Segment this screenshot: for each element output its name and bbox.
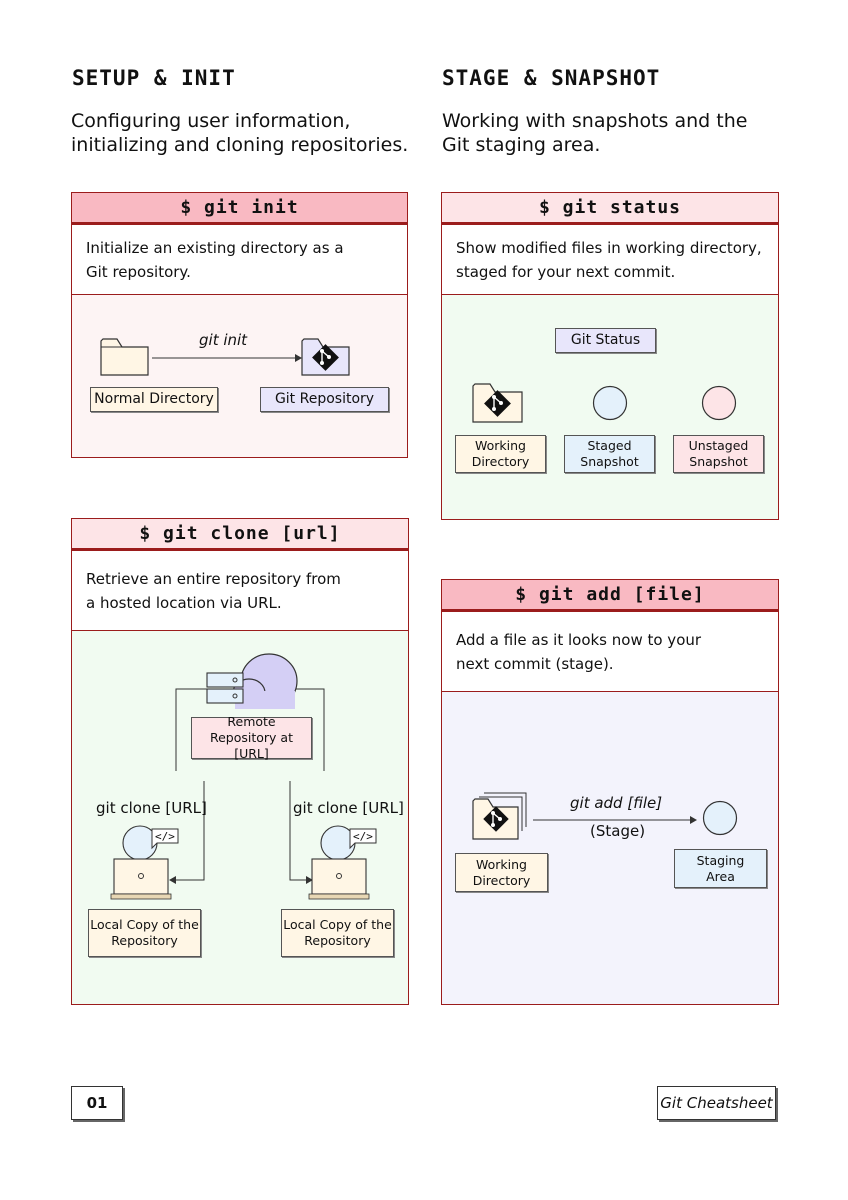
git-add-arrow	[533, 816, 697, 824]
setup-init-subtext: Configuring user information, initializi…	[71, 110, 409, 156]
local-copy-right-label: Local Copy of the Repository	[281, 909, 394, 957]
developer-laptop-icon	[110, 825, 179, 900]
git-add-arrow-label: git add [file]	[570, 794, 663, 812]
stage-snapshot-subtext: Working with snapshots and the Git stagi…	[442, 110, 748, 156]
unstaged-snapshot-label: Unstaged Snapshot	[673, 435, 764, 473]
git-init-arrow	[152, 354, 302, 362]
git-repository-label: Git Repository	[260, 387, 389, 412]
remote-repository-label: Remote Repository at [URL]	[191, 714, 312, 761]
git-init-command: $ git init	[72, 193, 407, 225]
code-icon-right: </>	[353, 830, 373, 843]
working-directory-label: Working Directory	[455, 435, 546, 473]
git-clone-description: Retrieve an entire repository from a hos…	[72, 551, 408, 631]
developer-laptop-icon	[308, 825, 377, 900]
git-init-description: Initialize an existing directory as a Gi…	[72, 225, 407, 295]
code-icon-left: </>	[155, 830, 175, 843]
cloud-server-icon	[206, 653, 298, 709]
setup-init-heading: SETUP & INIT	[72, 66, 236, 90]
git-init-diagram: git init Normal Directory Git Repository	[72, 295, 407, 457]
git-add-stage-label: (Stage)	[590, 822, 646, 840]
git-clone-card: $ git clone [url] Retrieve an entire rep…	[71, 518, 409, 1005]
folder-icon	[100, 338, 149, 376]
git-status-title: Git Status	[555, 328, 656, 353]
unstaged-snapshot-icon	[701, 385, 737, 421]
working-directory-stack-icon	[472, 792, 527, 840]
stage-snapshot-heading: STAGE & SNAPSHOT	[442, 66, 661, 90]
git-clone-diagram: Remote Repository at [URL] git clone [UR…	[72, 631, 408, 1004]
git-add-description: Add a file as it looks now to your next …	[442, 612, 778, 692]
normal-directory-label: Normal Directory	[90, 387, 218, 412]
git-add-diagram: git add [file] (Stage) Working Directory…	[442, 692, 778, 1004]
staging-area-icon	[702, 800, 738, 836]
page-number: 01	[71, 1086, 123, 1120]
git-status-command: $ git status	[442, 193, 778, 225]
git-repository-icon	[301, 338, 350, 376]
working-directory-label: Working Directory	[455, 853, 548, 892]
staging-area-label: Staging Area	[674, 849, 767, 888]
document-title: Git Cheatsheet	[657, 1086, 776, 1120]
git-clone-connectors	[169, 688, 325, 884]
git-add-card: $ git add [file] Add a file as it looks …	[441, 579, 779, 1005]
git-clone-right-label: git clone [URL]	[293, 799, 404, 817]
git-status-diagram: Git Status Working Directory Staged Snap…	[442, 295, 778, 519]
git-init-card: $ git init Initialize an existing direct…	[71, 192, 408, 458]
git-status-description: Show modified files in working directory…	[442, 225, 778, 295]
local-copy-left-label: Local Copy of the Repository	[88, 909, 201, 957]
git-status-card: $ git status Show modified files in work…	[441, 192, 779, 520]
git-clone-left-label: git clone [URL]	[96, 799, 207, 817]
git-add-command: $ git add [file]	[442, 580, 778, 612]
git-clone-command: $ git clone [url]	[72, 519, 408, 551]
staged-snapshot-label: Staged Snapshot	[564, 435, 655, 473]
staged-snapshot-icon	[592, 385, 628, 421]
git-init-arrow-label: git init	[199, 331, 248, 349]
working-directory-icon	[472, 383, 523, 423]
